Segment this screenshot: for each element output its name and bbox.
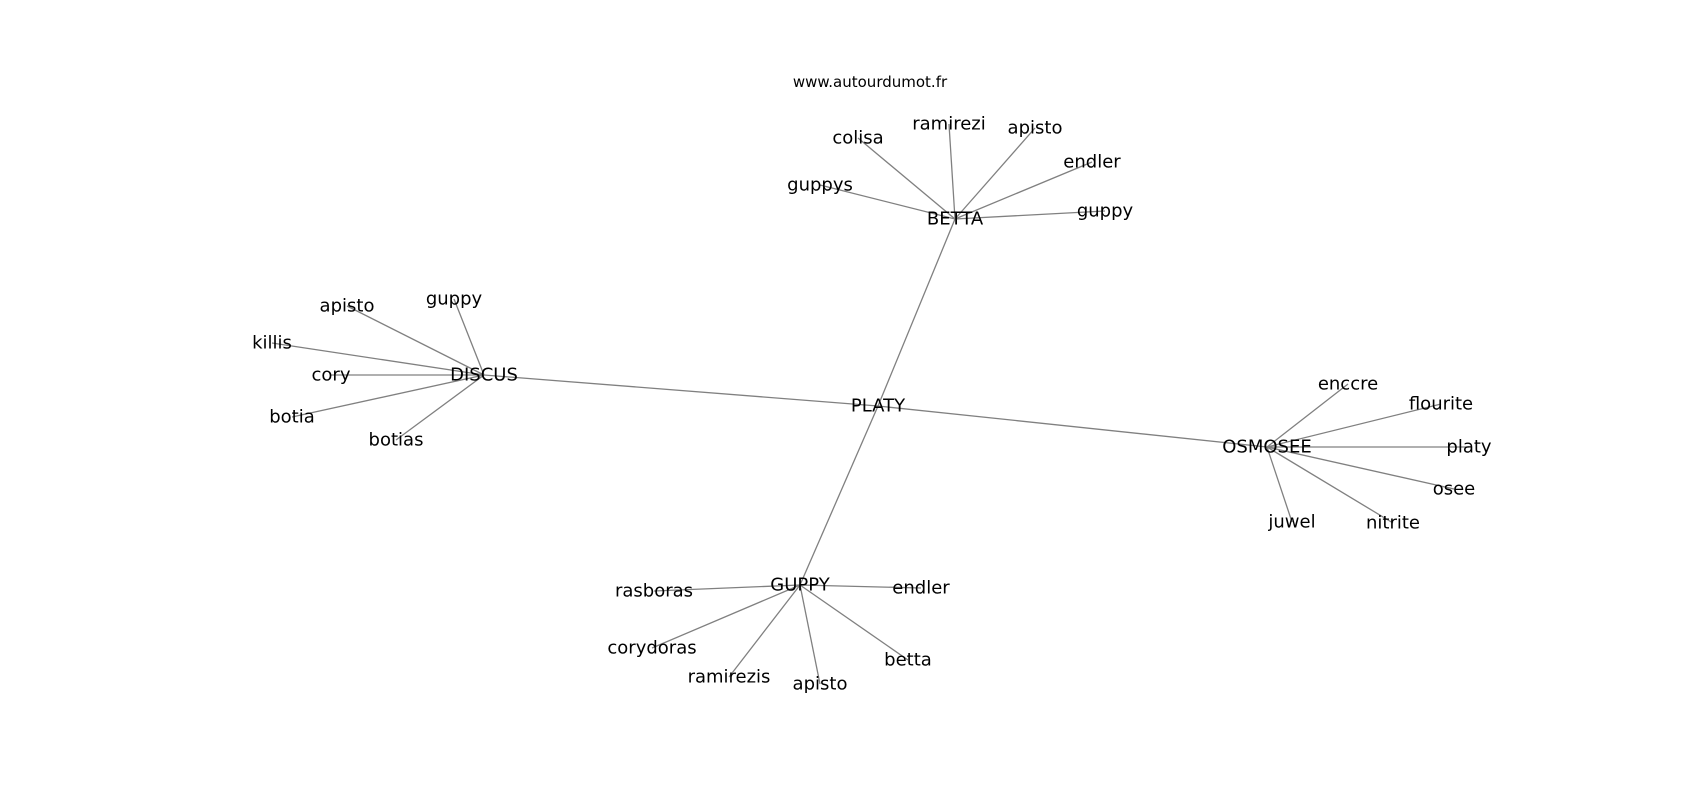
node-leaf-discus-cory: cory (312, 365, 351, 386)
edge-betta-guppys (819, 184, 956, 220)
edge-center-osmosee (877, 405, 1268, 448)
watermark-text: www.autourdumot.fr (793, 73, 948, 91)
node-leaf-osmosee-flourite: flourite (1409, 394, 1473, 415)
edge-discus-botias (395, 374, 485, 441)
node-leaf-betta-guppys: guppys (787, 175, 853, 196)
edge-discus-guppy (453, 298, 485, 376)
node-leaf-guppy-ramirezis: ramirezis (688, 667, 771, 688)
node-leaf-osmosee-juwel: juwel (1267, 512, 1315, 533)
edge-betta-colisa (857, 137, 956, 220)
node-leaf-guppy-apisto: apisto (793, 674, 848, 695)
edge-betta-ramirezi (948, 123, 956, 220)
node-leaf-betta-guppy: guppy (1077, 201, 1134, 222)
edge-center-guppy (799, 405, 879, 586)
node-leaf-betta-colisa: colisa (832, 128, 883, 149)
edge-center-discus (483, 374, 879, 407)
node-leaf-betta-endler: endler (1063, 152, 1121, 173)
node-leaf-osmosee-osee: osee (1433, 479, 1476, 500)
edge-osmosee-enccre (1266, 383, 1349, 448)
node-leaf-discus-botia: botia (269, 407, 315, 428)
node-hub-osmosee: OSMOSEE (1222, 437, 1311, 458)
node-hub-guppy: GUPPY (770, 575, 830, 596)
edge-guppy-apisto (799, 584, 821, 685)
edge-guppy-rasboras (653, 584, 801, 592)
node-leaf-osmosee-nitrite: nitrite (1366, 513, 1420, 534)
edge-osmosee-flourite (1266, 403, 1442, 448)
node-center: PLATY (851, 396, 906, 417)
node-leaf-betta-apisto: apisto (1008, 118, 1063, 139)
edge-betta-endler (954, 161, 1093, 220)
edge-guppy-ramirezis (728, 584, 801, 678)
node-hub-betta: BETTA (927, 209, 984, 230)
edge-osmosee-nitrite (1266, 446, 1394, 524)
node-leaf-discus-guppy: guppy (426, 289, 483, 310)
edge-guppy-betta (799, 584, 909, 661)
node-leaf-osmosee-platy: platy (1446, 437, 1492, 458)
node-leaf-discus-killis: killis (252, 333, 292, 354)
edge-betta-guppy (954, 210, 1106, 220)
edge-discus-apisto (346, 305, 485, 376)
node-leaf-guppy-endler: endler (892, 578, 950, 599)
node-leaf-guppy-betta: betta (884, 650, 932, 671)
node-leaf-osmosee-enccre: enccre (1318, 374, 1378, 395)
edge-center-betta (877, 218, 956, 407)
edge-discus-killis (271, 342, 485, 376)
edge-discus-botia (291, 374, 485, 418)
edge-guppy-endler (799, 584, 922, 589)
node-leaf-discus-botias: botias (369, 430, 424, 451)
node-leaf-guppy-rasboras: rasboras (615, 581, 693, 602)
node-leaf-discus-apisto: apisto (320, 296, 375, 317)
edge-osmosee-juwel (1266, 446, 1293, 523)
node-leaf-guppy-corydoras: corydoras (607, 638, 696, 659)
edge-betta-apisto (954, 127, 1036, 220)
edges-layer (271, 123, 1469, 685)
edge-guppy-corydoras (651, 584, 801, 649)
edge-osmosee-osee (1266, 446, 1455, 490)
node-leaf-betta-ramirezi: ramirezi (912, 114, 986, 135)
node-hub-discus: DISCUS (450, 365, 518, 386)
